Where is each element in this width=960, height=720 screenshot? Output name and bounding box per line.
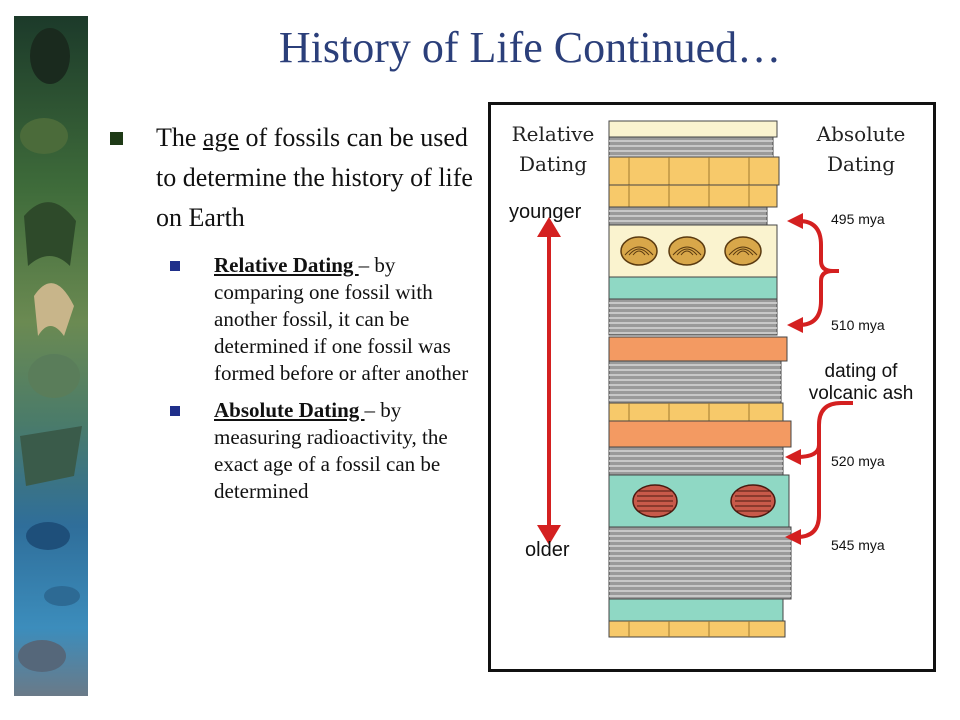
- relative-label-line1: Relative: [511, 122, 595, 146]
- sub-bullet-relative: Relative Dating – by comparing one fossi…: [100, 252, 490, 387]
- sandstone-layer: [608, 184, 778, 208]
- ash-line1: dating of: [824, 361, 898, 382]
- relative-dating-label: Relative Dating: [503, 119, 603, 179]
- cream-layer: [608, 120, 778, 138]
- sandstone-layer: [608, 156, 780, 186]
- main-bullet: The age of fossils can be used to determ…: [100, 118, 490, 238]
- decorative-side-strip: [14, 16, 88, 696]
- rock-layers-figure: Relative Dating Absolute Dating younger …: [488, 102, 936, 672]
- slide-content: The age of fossils can be used to determ…: [100, 118, 490, 515]
- main-bullet-keyword: age: [202, 123, 240, 152]
- age-label: 545 mya: [831, 537, 885, 553]
- older-label: older: [525, 539, 570, 561]
- rock-layers-diagram: [537, 120, 853, 638]
- green-layer: [608, 276, 778, 300]
- younger-label: younger: [509, 201, 582, 223]
- bullet-square-icon: [170, 261, 180, 271]
- arrow-down-icon: [537, 525, 561, 545]
- absolute-label-line1: Absolute: [816, 122, 906, 146]
- ash-line2: volcanic ash: [808, 383, 914, 404]
- absolute-dating-arrows: [796, 219, 853, 539]
- absolute-dating-label: Absolute Dating: [801, 119, 921, 179]
- relative-label-line2: Dating: [518, 152, 588, 176]
- arrowheads-left: [785, 213, 803, 545]
- sub-bullet-text: – by comparing one fossil with another f…: [214, 253, 469, 385]
- sub-bullet-absolute: Absolute Dating – by measuring radioacti…: [100, 397, 490, 505]
- arrow-up-icon: [537, 217, 561, 237]
- bullet-square-icon: [170, 406, 180, 416]
- sub-bullet-text: – by measuring radioactivity, the exact …: [214, 398, 448, 503]
- age-label: 495 mya: [831, 211, 885, 227]
- shale-layer: [608, 298, 778, 336]
- main-bullet-post: of fossils can be used to determine the …: [156, 123, 473, 232]
- orange-layer: [608, 420, 792, 448]
- orange-layer: [608, 336, 788, 362]
- bullet-square-icon: [110, 132, 123, 145]
- shale-layer: [608, 526, 792, 600]
- sub-bullet-list: Relative Dating – by comparing one fossi…: [100, 252, 490, 505]
- absolute-label-line2: Dating: [826, 152, 896, 176]
- green-layer: [608, 598, 784, 622]
- sandstone-layer: [608, 620, 786, 638]
- shale-layer: [608, 136, 774, 158]
- main-bullet-pre: The: [156, 123, 203, 152]
- shale-layer: [608, 360, 782, 404]
- volcanic-ash-label: dating of volcanic ash: [801, 361, 921, 405]
- age-label: 510 mya: [831, 317, 885, 333]
- age-label: 520 mya: [831, 453, 885, 469]
- sandstone-layer: [608, 402, 784, 422]
- sub-bullet-term: Relative Dating: [214, 253, 359, 277]
- slide-title: History of Life Continued…: [278, 23, 782, 72]
- sub-bullet-term: Absolute Dating: [214, 398, 365, 422]
